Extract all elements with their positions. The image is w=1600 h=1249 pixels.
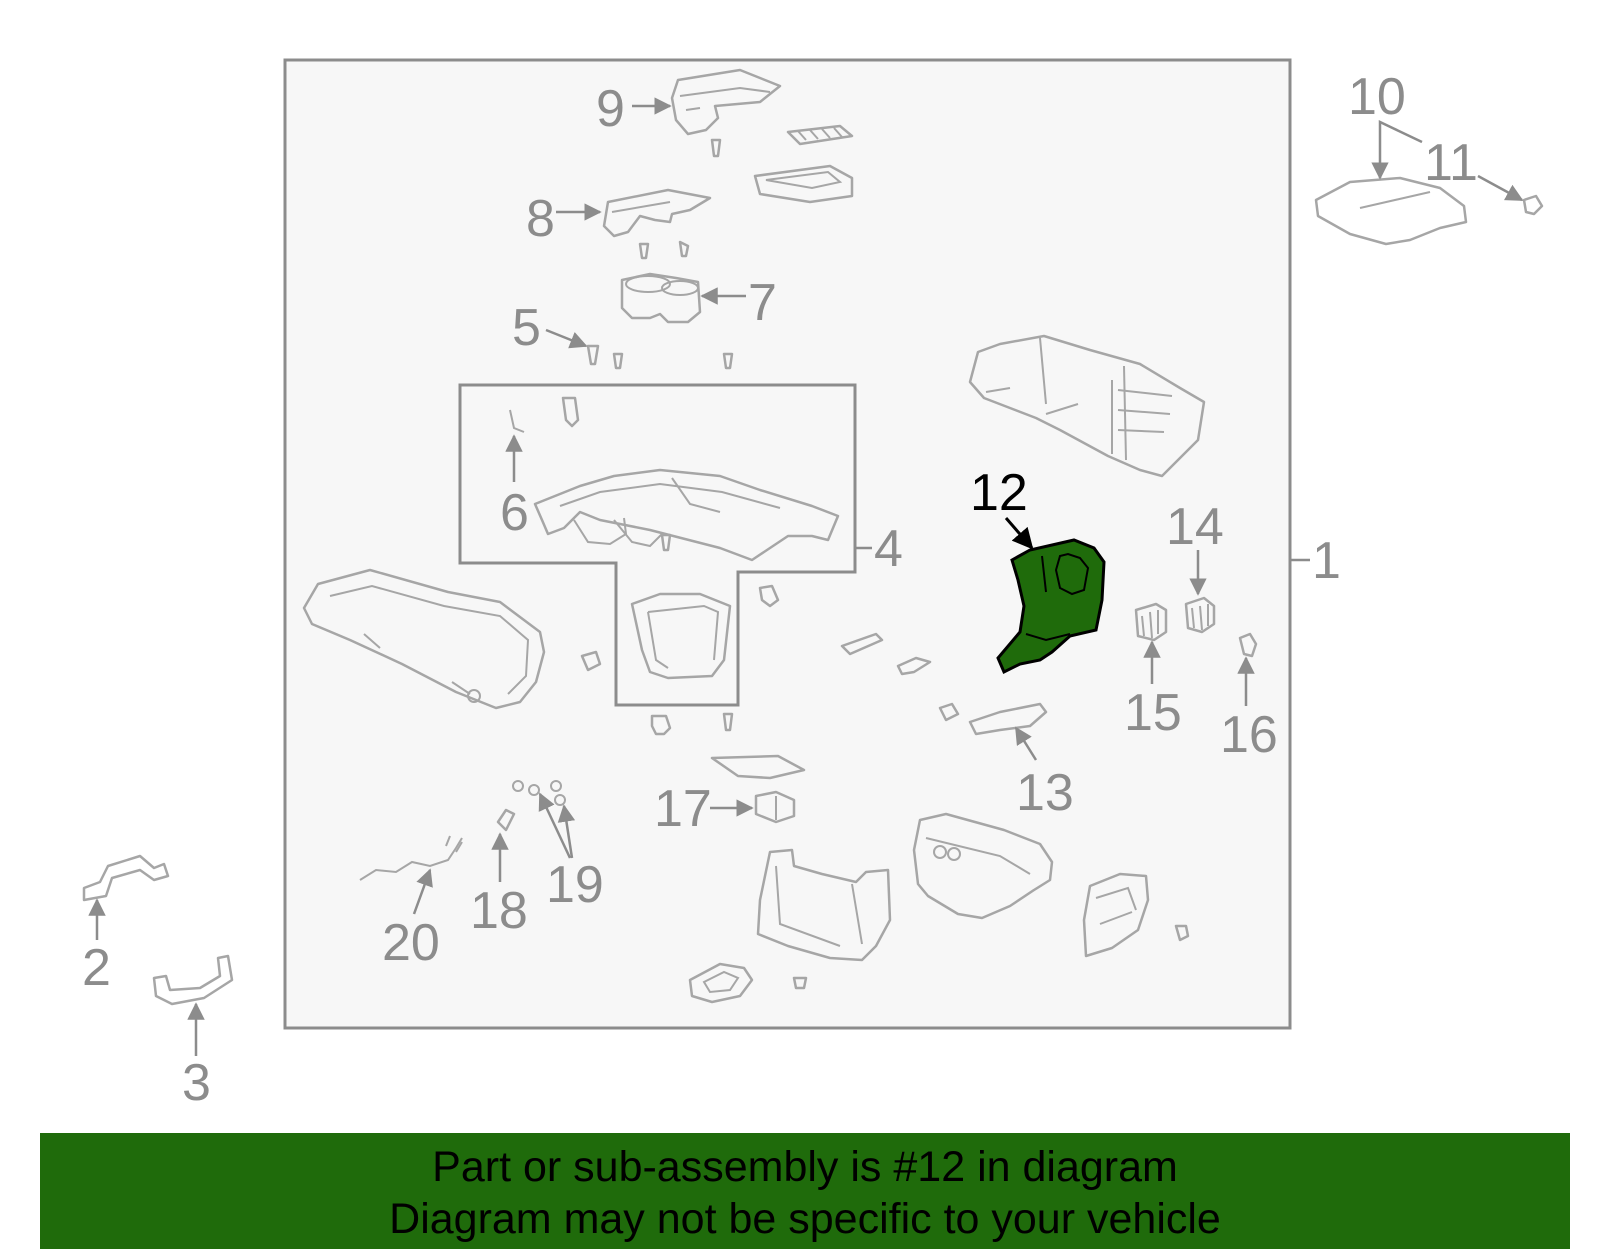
part-15-vent[interactable] <box>1134 602 1168 642</box>
callout-8: 8 <box>526 190 555 248</box>
vent-grille <box>786 124 854 146</box>
part-7-cup-holder[interactable] <box>620 272 702 324</box>
clip-4 <box>758 584 780 608</box>
callout-15: 15 <box>1124 684 1182 742</box>
screw-8a <box>638 242 650 260</box>
part-6-clip[interactable] <box>509 409 525 433</box>
callout-11: 11 <box>1424 134 1478 192</box>
callout-4: 4 <box>874 520 903 578</box>
banner-line-1: Part or sub-assembly is #12 in diagram <box>432 1143 1178 1191</box>
callout-10: 10 <box>1348 68 1406 126</box>
part-19-clips[interactable] <box>512 780 566 806</box>
leader-20 <box>412 868 433 915</box>
part-2-bracket[interactable] <box>82 854 170 902</box>
rear-bracket <box>912 812 1054 920</box>
part-18-connector[interactable] <box>496 808 516 832</box>
part-13-trim[interactable] <box>968 702 1048 736</box>
clip-13 <box>938 702 960 722</box>
leader-13 <box>1014 726 1038 761</box>
callout-9: 9 <box>596 80 625 138</box>
part-14-vent[interactable] <box>1184 596 1216 634</box>
screw-lower <box>722 712 734 732</box>
screw-rear <box>1174 924 1190 942</box>
callout-19: 19 <box>546 856 604 914</box>
trim-piece-b <box>896 656 932 676</box>
part-17-switch[interactable] <box>754 790 796 824</box>
screw-9 <box>710 138 722 158</box>
leader-19b <box>557 804 576 859</box>
callout-3: 3 <box>182 1054 211 1112</box>
screw-5b <box>612 352 624 370</box>
part-3-bracket[interactable] <box>152 954 234 1006</box>
screw-5c <box>722 352 734 370</box>
part-16-clip[interactable] <box>1238 632 1258 658</box>
clip-left <box>580 650 602 672</box>
part-12-shape <box>996 538 1106 675</box>
callout-18: 18 <box>470 882 528 940</box>
mat-pad <box>710 754 806 780</box>
callout-6: 6 <box>500 484 529 542</box>
storage-tray <box>753 164 854 204</box>
ring-gasket <box>688 962 754 1004</box>
part-20-harness[interactable] <box>359 837 463 881</box>
right-side-panel <box>968 334 1206 478</box>
part-12-bezel[interactable] <box>996 538 1106 675</box>
info-banner: Part or sub-assembly is #12 in diagram D… <box>40 1133 1570 1249</box>
part-12-detail <box>1025 552 1090 642</box>
callout-2: 2 <box>82 939 111 997</box>
part-9-lid[interactable] <box>670 68 782 136</box>
leader-11 <box>1477 174 1524 202</box>
part-11-clip[interactable] <box>1522 194 1544 216</box>
banner-line-2: Diagram may not be specific to your vehi… <box>389 1195 1221 1243</box>
callout-17: 17 <box>654 780 712 838</box>
sub-assembly-frame <box>458 383 857 707</box>
part-4-console-body[interactable] <box>533 468 840 562</box>
part-8-lid[interactable] <box>602 188 712 238</box>
lower-base <box>756 848 892 962</box>
screw-bottom <box>792 976 808 990</box>
grommet <box>650 714 672 736</box>
leader-10 <box>1371 120 1423 180</box>
left-side-panel <box>302 568 546 710</box>
leader-5 <box>545 328 588 349</box>
part-10-armrest-lid[interactable] <box>1314 176 1468 246</box>
callout-7: 7 <box>748 274 777 332</box>
trim-piece-a <box>840 632 884 656</box>
screw-8b <box>678 240 690 258</box>
callout-14: 14 <box>1166 498 1224 556</box>
callout-16: 16 <box>1220 706 1278 764</box>
callout-13: 13 <box>1016 764 1074 822</box>
callout-1: 1 <box>1312 532 1341 590</box>
leader-12[interactable] <box>1004 517 1034 550</box>
part-5-screw[interactable] <box>586 344 600 366</box>
callout-12[interactable]: 12 <box>970 464 1028 522</box>
screw-4 <box>660 533 672 552</box>
rear-duct <box>1082 872 1150 958</box>
leader-19a <box>538 792 572 859</box>
callout-5: 5 <box>512 299 541 357</box>
storage-bin <box>630 592 732 680</box>
callout-20: 20 <box>382 914 440 972</box>
harness-end <box>445 835 463 853</box>
clip-bracket <box>561 396 580 428</box>
